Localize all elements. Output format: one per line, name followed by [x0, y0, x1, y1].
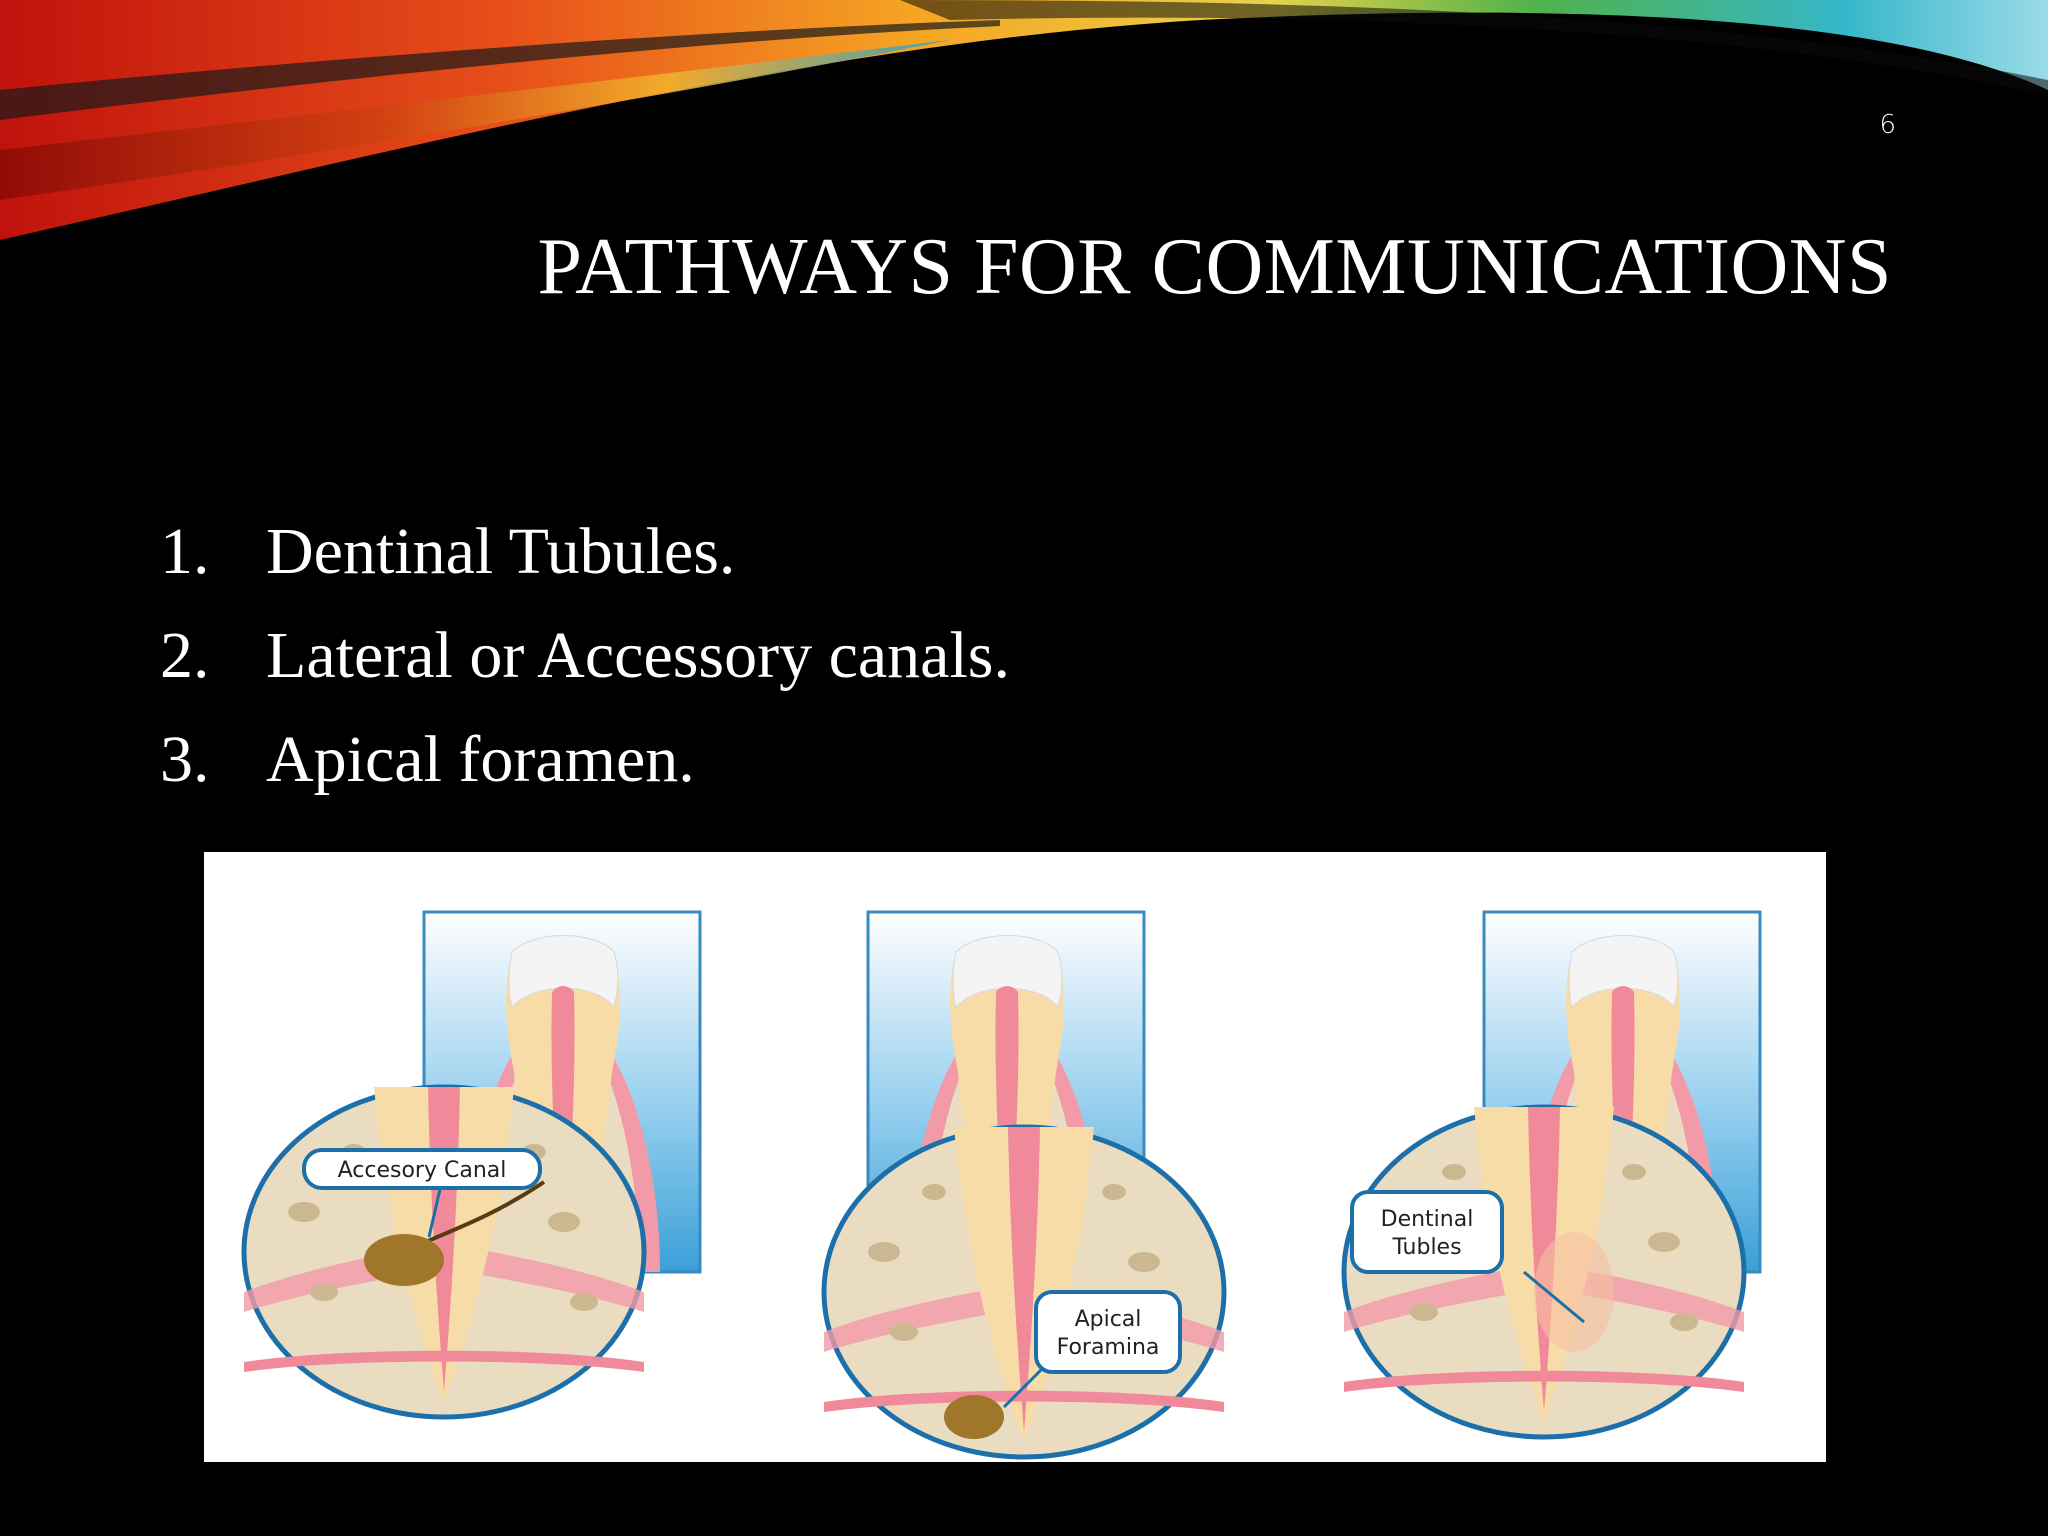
- list-item-text: Apical foramen.: [266, 723, 695, 796]
- pathway-list: 1. Dentinal Tubules. 2. Lateral or Acces…: [160, 500, 1010, 812]
- panel-dentinal-tubules: Dentinal Tubles: [1344, 910, 1762, 1437]
- tooth-pathways-illustration: Accesory Canal Apical Foramina Dentinal …: [204, 852, 1826, 1462]
- list-item-number: 2.: [160, 619, 210, 692]
- callout-dentinal-text-line2: Tubles: [1391, 1235, 1461, 1260]
- panel-apical-foramina: Apical Foramina: [824, 910, 1224, 1457]
- infection-mass-icon: [364, 1234, 444, 1286]
- list-item-number: 1.: [160, 515, 210, 588]
- list-item: 2. Lateral or Accessory canals.: [160, 604, 1010, 708]
- list-item-text: Lateral or Accessory canals.: [266, 619, 1010, 692]
- callout-accessory-canal: [302, 1148, 542, 1190]
- callout-dentinal-tubules: [1350, 1190, 1504, 1274]
- infection-mass-icon: [944, 1395, 1004, 1439]
- slide-title: PATHWAYS FOR COMMUNICATIONS: [537, 223, 1892, 311]
- slide-number: 6: [1879, 110, 1896, 140]
- illustration-svg: Accesory Canal Apical Foramina Dentinal …: [204, 910, 1762, 1462]
- list-item: 3. Apical foramen.: [160, 708, 1010, 812]
- callout-apical-text-line1: Apical: [1075, 1307, 1142, 1332]
- callout-dentinal-text-line1: Dentinal: [1381, 1207, 1474, 1232]
- list-item-text: Dentinal Tubules.: [266, 515, 736, 588]
- decorative-swoosh-banner: [0, 0, 2048, 240]
- list-item-number: 3.: [160, 723, 210, 796]
- callout-apical-text-line2: Foramina: [1057, 1335, 1160, 1360]
- callout-apical-foramina: [1034, 1290, 1182, 1374]
- panel-accessory-canal: Accesory Canal: [244, 910, 702, 1417]
- callout-accessory-canal-text: Accesory Canal: [338, 1158, 507, 1183]
- list-item: 1. Dentinal Tubules.: [160, 500, 1010, 604]
